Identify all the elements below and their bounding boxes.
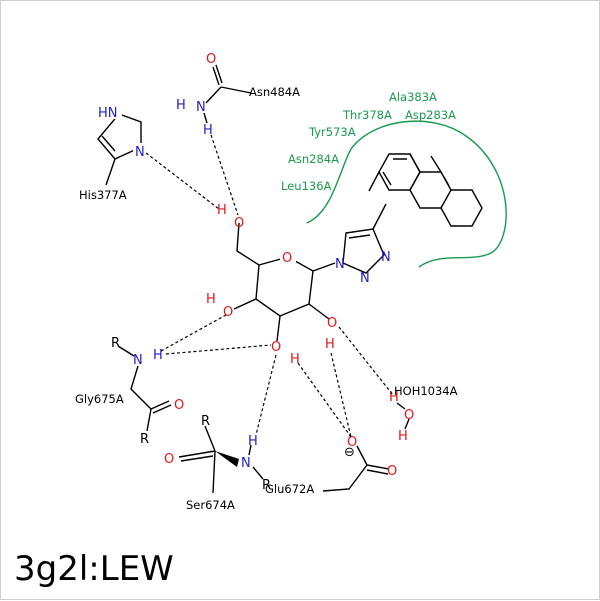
hydrogen-bonds (145, 134, 394, 438)
svg-text:N: N (335, 257, 345, 272)
svg-text:His377A: His377A (79, 188, 127, 202)
o6-oxygen: O (234, 216, 244, 231)
his377-group: HN N His377A (79, 103, 147, 202)
sugar-ring: O (233, 222, 336, 342)
o3-hydrogen: H (290, 352, 300, 367)
residue-leu136: Leu136A (281, 179, 332, 193)
svg-text:HN: HN (98, 106, 118, 121)
svg-text:Asn484A: Asn484A (249, 85, 300, 99)
o6-hydrogen: H (217, 203, 227, 218)
svg-text:H: H (389, 390, 399, 405)
asn484-group: O N H H Asn484A (176, 52, 300, 138)
residue-tyr573: Tyr573A (308, 125, 356, 139)
svg-text:H: H (398, 429, 408, 444)
svg-text:N: N (196, 100, 206, 115)
svg-text:O: O (404, 408, 414, 423)
svg-text:N: N (381, 250, 391, 265)
svg-text:H: H (153, 348, 163, 363)
o4-oxygen: O (223, 305, 233, 320)
svg-text:Gly675A: Gly675A (75, 392, 124, 406)
triazole-ring: N N N (335, 203, 391, 286)
o2-hydrogen: H (325, 337, 335, 352)
svg-text:H: H (203, 123, 213, 138)
svg-text:H: H (176, 98, 186, 113)
gly675-group: R N H O R Gly675A (75, 336, 184, 447)
svg-text:⊖: ⊖ (344, 445, 355, 460)
residue-asp283: Asp283A (405, 108, 456, 122)
ser674-group: R O H N R Ser674A (164, 414, 271, 512)
svg-text:N: N (241, 456, 251, 471)
svg-text:R: R (262, 478, 271, 493)
o4-hydrogen: H (206, 292, 216, 307)
water-hoh1034: HOH1034A H O H (389, 384, 458, 444)
svg-text:O: O (282, 251, 292, 266)
naphthalene (368, 153, 483, 227)
svg-text:HOH1034A: HOH1034A (394, 384, 458, 398)
svg-text:N: N (133, 353, 143, 368)
svg-text:R: R (111, 336, 120, 351)
residue-asn284: Asn284A (288, 152, 339, 166)
residue-thr378: Thr378A (342, 108, 392, 122)
svg-text:R: R (140, 432, 149, 447)
svg-text:O: O (164, 452, 174, 467)
svg-text:Ser674A: Ser674A (186, 498, 235, 512)
svg-text:H: H (248, 434, 258, 449)
svg-text:N: N (135, 145, 145, 160)
glu672-group: O O ⊖ Glu672A (265, 435, 397, 496)
svg-text:O: O (174, 398, 184, 413)
svg-text:N: N (360, 271, 370, 286)
svg-text:O: O (347, 435, 357, 450)
hydrophobic-arc (306, 120, 507, 268)
svg-text:O: O (206, 52, 216, 67)
o2-oxygen: O (327, 316, 337, 331)
page-title: 3g2l:LEW (14, 549, 174, 589)
svg-text:R: R (201, 414, 210, 429)
residue-ala383: Ala383A (389, 90, 437, 104)
o3-oxygen: O (271, 340, 281, 355)
svg-text:Glu672A: Glu672A (265, 482, 314, 496)
svg-text:O: O (387, 464, 397, 479)
